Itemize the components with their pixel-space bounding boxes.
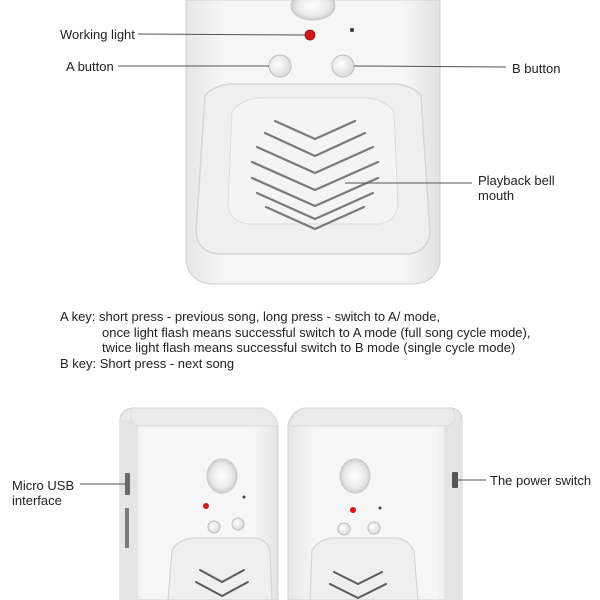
top-device-sound-grille [250,119,380,231]
playback-label-line2: mouth [478,188,515,203]
b-key-instruction: B key: Short press - next song [60,355,235,371]
bottom-left-a-button[interactable] [207,520,221,534]
power-switch-label: The power switch [490,473,592,488]
micro-usb-label-line2: interface [12,493,62,508]
top-working-light [304,29,316,41]
bottom-leader-lines [80,479,486,485]
bottom-right-b-button[interactable] [367,521,381,535]
a-key-instruction-line2: once light flash means successful switch… [102,324,531,340]
top-device [185,0,441,285]
key-instructions: A key: short press - previous song, long… [60,309,530,371]
micro-usb-label-line1: Micro USB [12,478,75,493]
a-key-instruction-line3: twice light flash means successful switc… [102,340,516,355]
working-light-label: Working light [60,27,135,42]
bottom-right-top-edge [289,407,456,427]
bottom-right-working-light [350,507,356,513]
bottom-right-mic-hole [378,506,382,510]
bottom-right-a-button[interactable] [337,522,351,536]
bottom-right-side-shadow [444,420,462,600]
micro-usb-port [125,473,130,495]
bottom-right-device [287,407,463,600]
a-key-instruction-line1: A key: short press - previous song, long… [60,309,441,324]
bottom-left-top-edge [130,407,279,427]
bottom-right-sound-grille [329,571,387,599]
power-switch[interactable] [452,472,458,488]
top-device-mic-hole [350,28,354,32]
b-button-label: B button [512,61,561,76]
bottom-right-motion-sensor [339,458,371,494]
bottom-right-lower-panel [309,537,419,600]
top-b-button[interactable] [331,54,355,78]
bottom-left-working-light [203,503,209,509]
bottom-left-side-slot [125,508,129,548]
bottom-left-b-button[interactable] [231,517,245,531]
bottom-left-device [119,407,279,600]
playback-bell-mouth-label: Playback bell mouth [478,173,555,203]
top-leader-lines [118,33,507,184]
bottom-left-lower-panel [167,537,273,600]
micro-usb-label: Micro USB interface [12,478,74,508]
top-a-button[interactable] [268,54,292,78]
a-button-label: A button [66,59,114,74]
top-device-speaker-plate [227,97,399,225]
top-device-motion-sensor [290,0,336,21]
bottom-left-mic-hole [242,495,246,499]
bottom-left-sound-grille [195,569,249,597]
bottom-left-motion-sensor [206,458,238,494]
playback-label-line1: Playback bell [478,173,555,188]
